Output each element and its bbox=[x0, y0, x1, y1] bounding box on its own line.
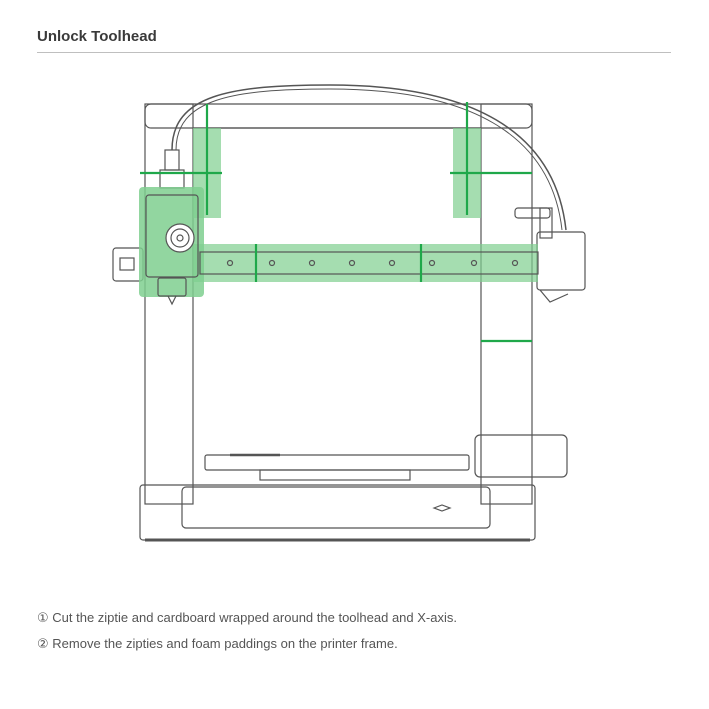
top-frame-beam bbox=[144, 103, 533, 129]
display-screen bbox=[474, 434, 568, 478]
print-bed bbox=[204, 454, 470, 471]
toolhead bbox=[145, 194, 199, 278]
toolhead-fan-icon bbox=[165, 223, 195, 253]
bowden-tube bbox=[171, 84, 567, 231]
title-divider bbox=[37, 52, 671, 53]
right-frame-upright bbox=[480, 103, 533, 505]
x-axis-rail bbox=[199, 251, 539, 275]
highlight-regions bbox=[139, 128, 538, 297]
instruction-step-2: ② Remove the zipties and foam paddings o… bbox=[37, 636, 398, 651]
page-title: Unlock Toolhead bbox=[37, 28, 157, 45]
instruction-step-1: ① Cut the ziptie and cardboard wrapped a… bbox=[37, 610, 457, 625]
left-frame-upright bbox=[144, 103, 194, 505]
x-axis-highlight bbox=[193, 244, 538, 282]
printer-base bbox=[139, 484, 536, 541]
